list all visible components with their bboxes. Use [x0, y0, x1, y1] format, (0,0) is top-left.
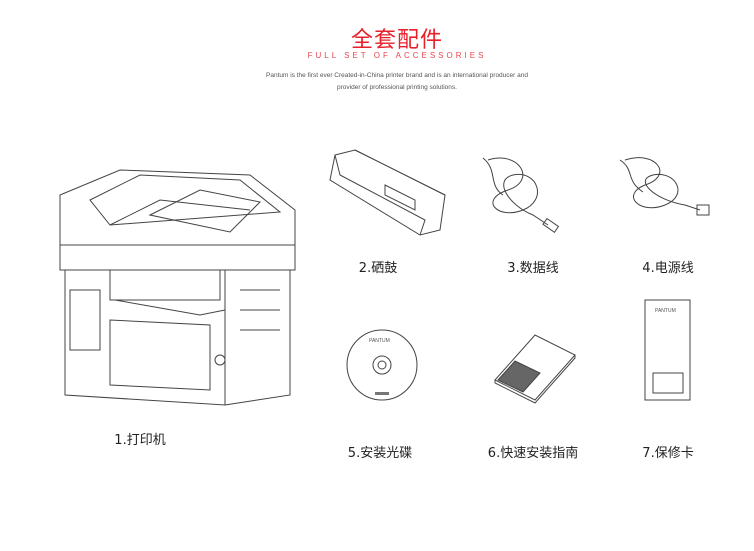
item-label-usb-cable: 3.数据线 — [507, 261, 559, 276]
item-label-power-cord: 4.电源线 — [642, 261, 694, 276]
item-label-printer: 1.打印机 — [114, 433, 166, 448]
warranty-card-icon: PANTUM — [644, 299, 691, 401]
quick-guide-icon — [494, 334, 576, 404]
description-line: provider of professional printing soluti… — [337, 84, 457, 91]
item-label-toner: 2.硒鼓 — [358, 261, 398, 276]
item-label-warranty-card: 7.保修卡 — [642, 446, 694, 461]
item-label-guide: 6.快速安装指南 — [487, 446, 579, 461]
toner-cartridge-icon — [329, 149, 446, 236]
page-subtitle: FULL SET OF ACCESSORIES — [307, 51, 487, 60]
description-line: Pantum is the first ever Created-in-Chin… — [266, 72, 528, 79]
usb-cable-icon — [482, 157, 560, 233]
installation-cd-icon: PANTUM — [346, 329, 418, 401]
page-title: 全套配件 — [350, 28, 443, 53]
card-brand-text: PANTUM — [655, 308, 676, 314]
page-description: Pantum is the first ever Created-in-Chin… — [0, 70, 754, 94]
item-label-cd: 5.安装光碟 — [347, 446, 413, 461]
cd-brand-text: PANTUM — [369, 338, 390, 344]
power-cord-icon — [619, 157, 710, 216]
printer-icon — [59, 169, 296, 406]
